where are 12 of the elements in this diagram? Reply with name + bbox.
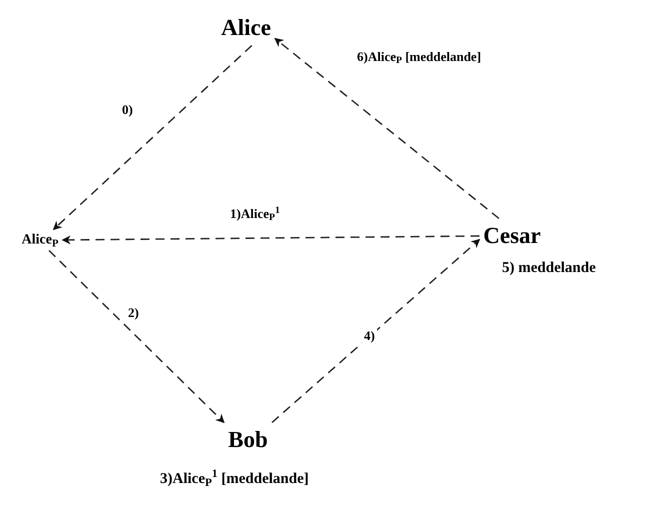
edge-label: 4) <box>362 326 377 346</box>
node-label: Alice$_{P}$ <box>22 232 58 248</box>
dashed-arrow <box>62 235 480 244</box>
message-label: 3)Alice$_{P}$$^{1}$ [meddelande] <box>160 468 309 490</box>
node-label: Alice <box>221 14 271 40</box>
node-label: Cesar <box>483 222 541 248</box>
message-label: 5) meddelande <box>502 259 596 278</box>
dashed-arrow <box>274 38 500 220</box>
node-label: Bob <box>228 426 268 452</box>
dashed-arrow <box>48 250 225 424</box>
dashed-arrow <box>52 44 252 230</box>
dashed-arrow <box>272 238 480 424</box>
